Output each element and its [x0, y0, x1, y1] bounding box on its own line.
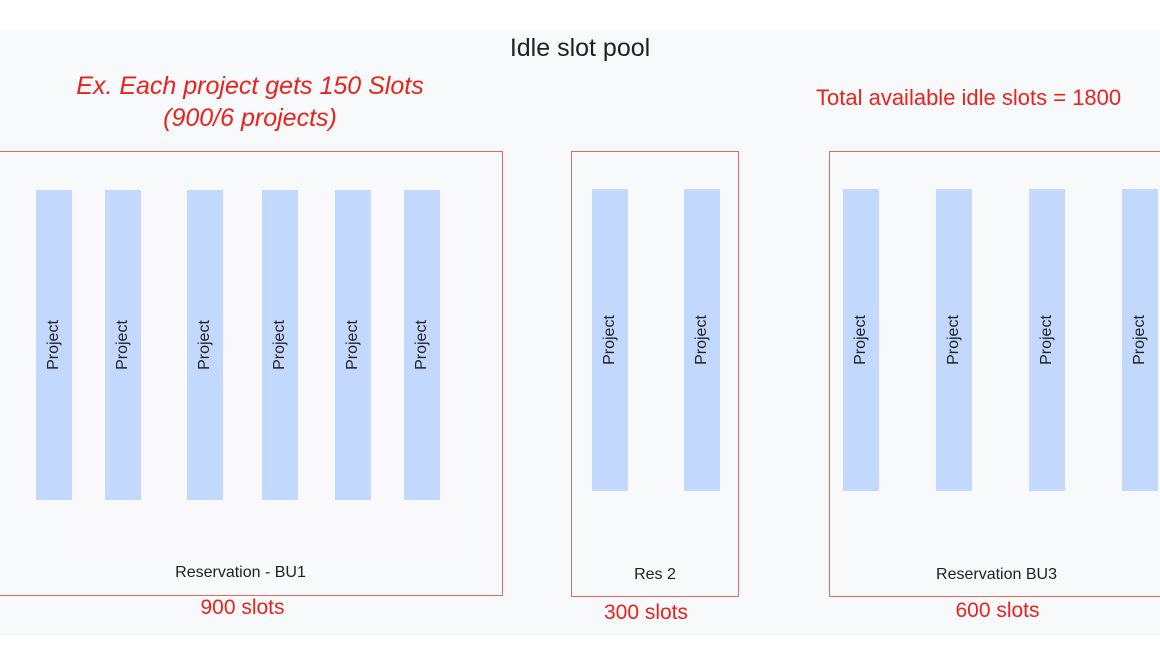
reservation-name: Reservation BU3: [936, 566, 1057, 583]
reservation-bu1-box: Project Project Project Project Project …: [0, 151, 503, 596]
project-block: Project: [1029, 189, 1065, 491]
project-block: Project: [105, 190, 141, 500]
project-label: Project: [693, 315, 710, 365]
project-label: Project: [852, 315, 869, 365]
pool-title: Idle slot pool: [509, 34, 651, 62]
total-slots-note: Total available idle slots = 1800: [816, 85, 1122, 110]
project-label: Project: [271, 320, 288, 370]
project-label: Project: [413, 320, 430, 370]
project-label: Project: [114, 320, 131, 370]
reservation-res2-box: Project Project Res 2: [571, 151, 739, 597]
project-label: Project: [945, 315, 962, 365]
project-label: Project: [344, 320, 361, 370]
project-label: Project: [1038, 315, 1055, 365]
project-label: Project: [45, 320, 62, 370]
project-block: Project: [843, 189, 879, 491]
example-note-line-2: (900/6 projects): [163, 104, 337, 132]
reservation-name: Res 2: [634, 566, 676, 583]
reservation-name: Reservation - BU1: [175, 564, 306, 581]
project-block: Project: [592, 189, 628, 491]
project-label: Project: [601, 315, 618, 365]
project-block: Project: [684, 189, 720, 491]
project-label: Project: [1131, 315, 1148, 365]
project-block: Project: [936, 189, 972, 491]
project-label: Project: [196, 320, 213, 370]
project-block: Project: [36, 190, 72, 500]
project-block: Project: [335, 190, 371, 500]
reservation-slots: 600 slots: [955, 599, 1040, 622]
example-note: Ex. Each project gets 150 Slots (900/6 p…: [30, 70, 470, 134]
project-block: Project: [404, 190, 440, 500]
project-block: Project: [187, 190, 223, 500]
example-note-line-1: Ex. Each project gets 150 Slots: [76, 72, 424, 100]
reservation-slots: 300 slots: [603, 601, 689, 624]
project-block: Project: [262, 190, 298, 500]
reservation-slots: 900 slots: [200, 596, 285, 619]
reservation-bu3-box: Project Project Project Project Reservat…: [829, 151, 1160, 597]
project-block: Project: [1122, 189, 1158, 491]
